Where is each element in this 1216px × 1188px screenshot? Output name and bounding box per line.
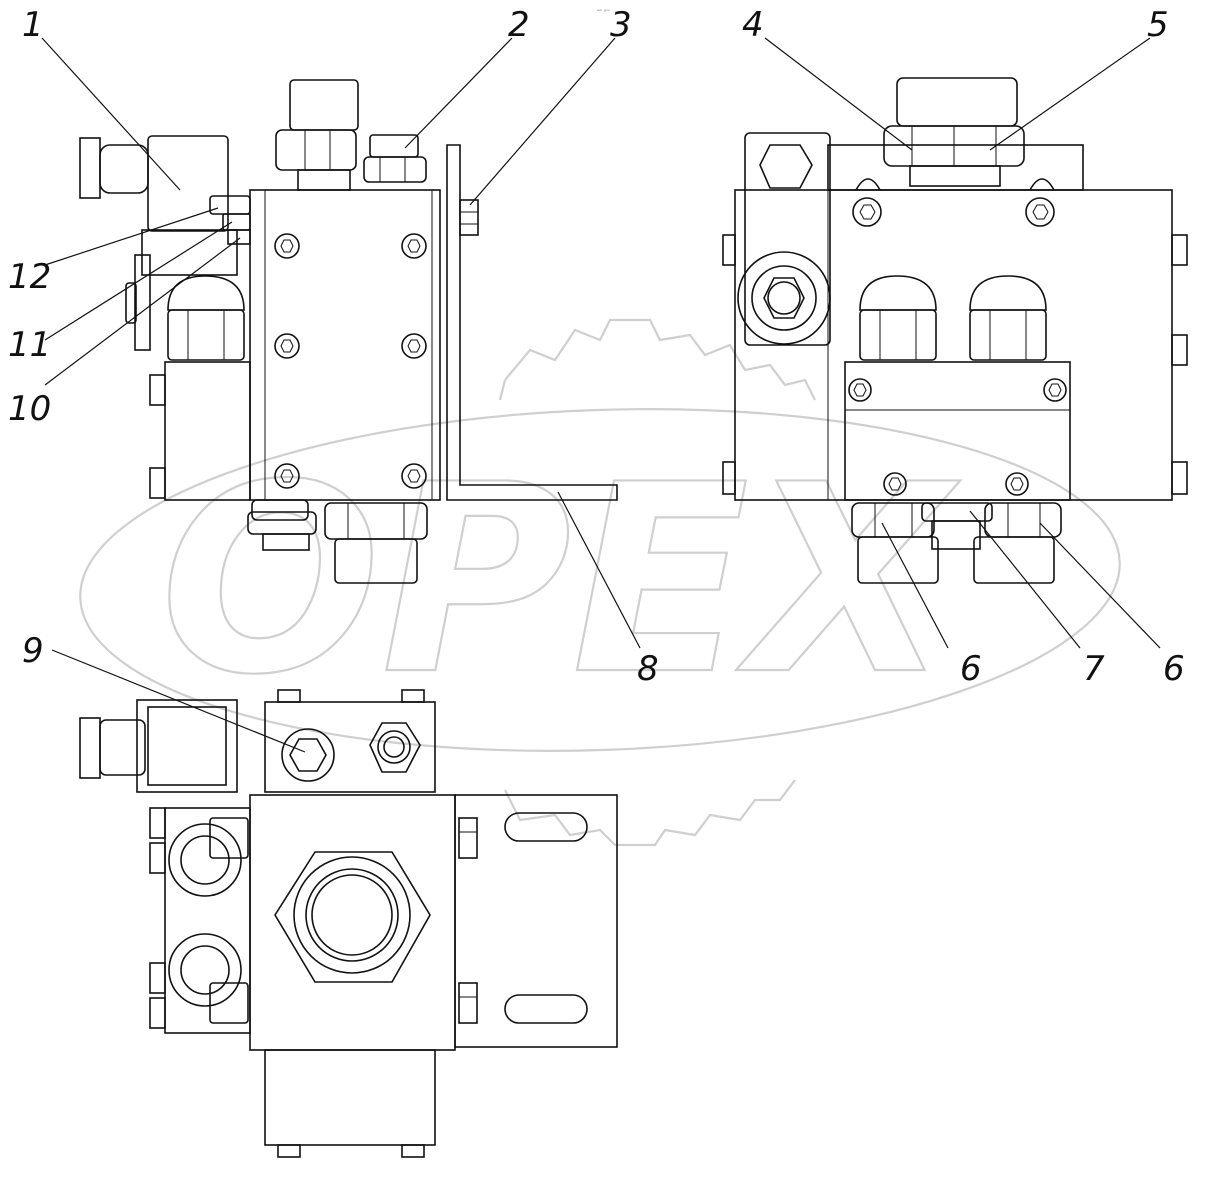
- callout-1: 1: [22, 5, 44, 45]
- left-block-top: [164, 807, 251, 1034]
- watermark-oval: [79, 408, 1121, 752]
- slot-top: [504, 812, 588, 842]
- bracket-plate: [454, 794, 618, 1048]
- hex-plug: [759, 144, 813, 189]
- solenoid-top-housing: [136, 699, 238, 793]
- lower-plate: [844, 361, 1071, 501]
- view-front-left: [79, 79, 618, 584]
- left-column-block: [744, 132, 831, 346]
- top-fitting-cap: [289, 79, 359, 131]
- watermark: OPEX: [79, 318, 1121, 847]
- lower-side-block: [164, 361, 251, 501]
- slot-bottom: [504, 994, 588, 1024]
- callout-7: 7: [1083, 649, 1105, 689]
- callout-11: 11: [8, 325, 51, 365]
- callout-10: 10: [8, 389, 51, 429]
- solenoid-coil: [147, 135, 229, 232]
- view-side-right: [722, 77, 1188, 584]
- callout-12: 12: [8, 257, 51, 297]
- callout-9: 9: [22, 631, 44, 671]
- callout-6-left: 6: [960, 649, 982, 689]
- face-bolts: [274, 233, 427, 489]
- callout-3: 3: [610, 5, 632, 45]
- callout-8: 8: [637, 649, 659, 689]
- callout-2: 2: [508, 5, 530, 45]
- manifold-top: [264, 701, 436, 793]
- watermark-gear: [498, 318, 816, 847]
- callout-numbers: 1 2 3 4 5 12 11 10 9 8 6 7 6: [8, 5, 1185, 689]
- view-top: [79, 689, 618, 1158]
- bottom-fitting-small: [251, 499, 309, 521]
- callout-6-right: 6: [1163, 649, 1185, 689]
- manual-override: [134, 254, 151, 351]
- watermark-text: OPEX: [160, 430, 960, 732]
- solenoid-plug: [79, 137, 101, 199]
- callout-4: 4: [742, 5, 764, 45]
- solenoid-base: [141, 229, 238, 276]
- mounting-bracket: [446, 144, 618, 501]
- plug-fitting: [369, 134, 419, 158]
- large-hex-port: [274, 851, 431, 983]
- main-body-top: [249, 794, 456, 1051]
- top-fitting-nut: [275, 129, 357, 171]
- leader-lines: [41, 37, 1161, 753]
- top-fitting-cap-right: [896, 77, 1018, 127]
- dome-cap: [167, 275, 245, 311]
- bottom-block-top: [264, 1049, 436, 1146]
- port-boss: [737, 251, 831, 345]
- callout-5: 5: [1147, 5, 1169, 45]
- tiny-mark: ᵉᵐ ᵍᵒᵒ: [597, 9, 610, 15]
